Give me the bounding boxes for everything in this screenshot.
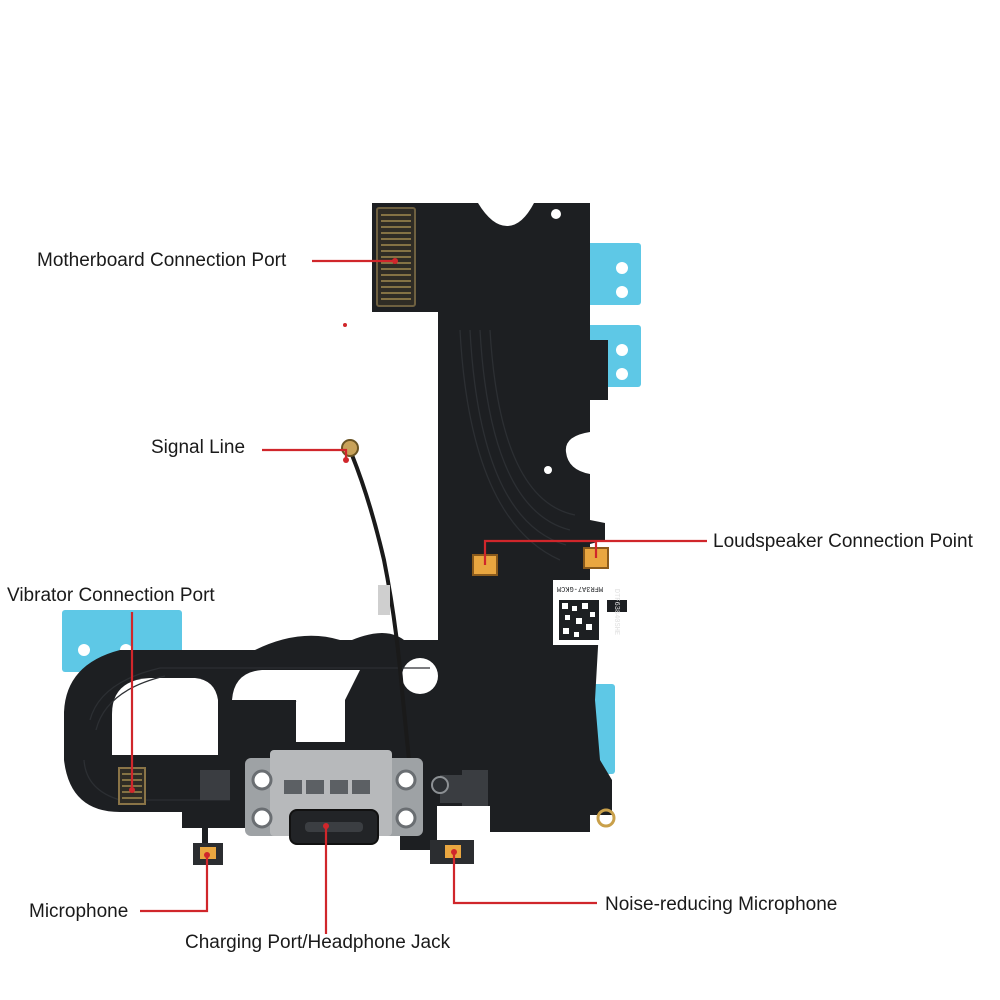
label-charging-port: Charging Port/Headphone Jack [185, 932, 451, 953]
leader-noise-mic [452, 852, 597, 905]
motherboard-connector [376, 207, 416, 307]
label-motherboard-port: Motherboard Connection Port [37, 250, 287, 271]
vibrator-connector [118, 767, 146, 805]
label-loudspeaker-point: Loudspeaker Connection Point [713, 531, 973, 552]
label-signal-line: Signal Line [151, 437, 246, 458]
charging-port [245, 750, 449, 845]
leader-lines [130, 259, 707, 934]
qr-label-serial: DTF63840SHE [612, 589, 620, 635]
label-noise-mic: Noise-reducing Microphone [605, 894, 838, 915]
leader-signal [262, 448, 348, 460]
leader-microphone [140, 855, 209, 913]
leader-loudspeaker [483, 539, 707, 565]
flex-board [64, 203, 627, 850]
label-vibrator-port: Vibrator Connection Port [7, 585, 215, 606]
label-microphone: Microphone [29, 901, 129, 922]
qr-label-code: MFR3A7-GKCM [557, 584, 603, 592]
qr-label: MFR3A7-GKCM DTF63840SHE [553, 580, 620, 645]
